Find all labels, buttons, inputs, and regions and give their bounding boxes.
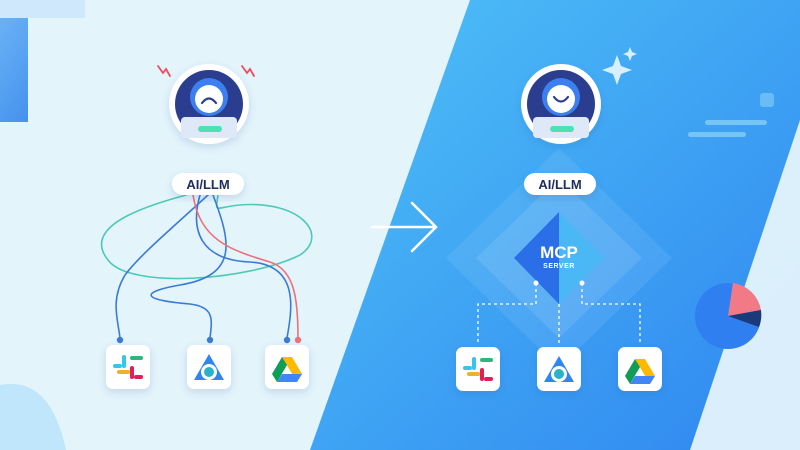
right-ai-llm-pill: AI/LLM: [524, 173, 596, 195]
connection-line-blue-2: [195, 194, 292, 339]
left-app-tile-ring: [187, 345, 231, 389]
mcp-title: MCP: [540, 243, 578, 262]
slack-icon: [463, 357, 493, 381]
connection-endpoints: [116, 336, 302, 344]
right-ai-llm-label: AI/LLM: [538, 177, 581, 192]
left-robot-avatar: [169, 64, 249, 144]
transition-arrow: [370, 201, 438, 253]
top-left-decoration: [0, 0, 85, 122]
connection-line-teal: [100, 194, 313, 280]
mcp-dotted-connectors: [477, 283, 641, 345]
slack-icon: [113, 355, 143, 379]
decor-lines: [688, 93, 774, 137]
left-app-tile-drive: [265, 345, 309, 389]
sparkle-icon: [602, 47, 637, 85]
abstract-ring-app-icon: [544, 356, 574, 382]
mcp-subtitle: SERVER: [543, 263, 575, 270]
connection-line-blue-1: [115, 194, 209, 339]
google-drive-icon: [625, 359, 655, 384]
bottom-left-blob: [0, 383, 66, 450]
connection-line-blue-3: [150, 194, 227, 339]
left-ai-llm-pill: AI/LLM: [172, 173, 244, 195]
left-app-tile-slack: [106, 345, 150, 389]
pie-chart-icon: [695, 283, 762, 349]
right-robot-avatar: [521, 64, 601, 144]
right-app-tile-slack: [456, 347, 500, 391]
right-light-edge: [690, 120, 800, 450]
mcp-connector-dots: [533, 280, 585, 286]
stress-marks-icon: [157, 65, 255, 77]
left-ai-llm-label: AI/LLM: [186, 177, 229, 192]
abstract-ring-app-icon: [194, 354, 224, 380]
connection-line-pink: [192, 194, 299, 339]
tangled-connections: [100, 194, 313, 339]
google-drive-icon: [272, 357, 302, 382]
right-app-tile-ring: [537, 347, 581, 391]
right-app-tile-drive: [618, 347, 662, 391]
